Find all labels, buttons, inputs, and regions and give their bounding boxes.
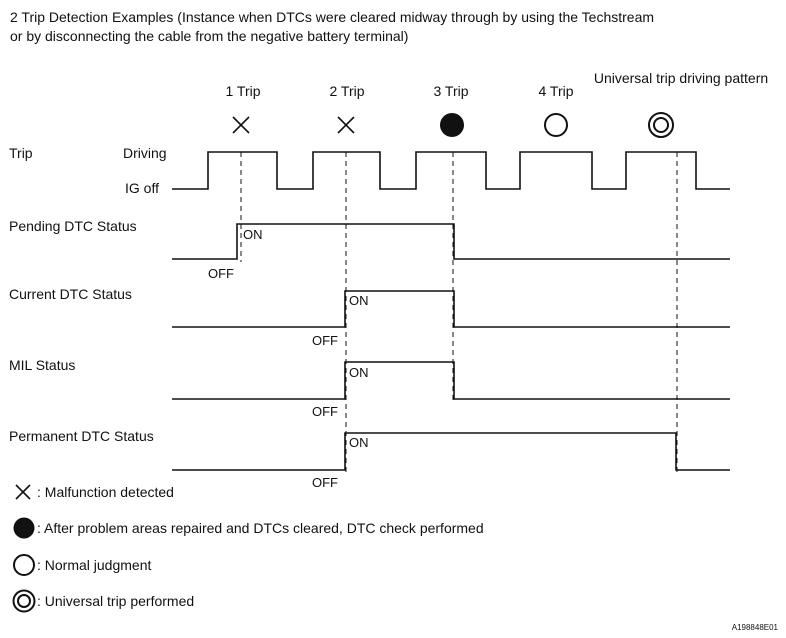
cross-icon bbox=[15, 484, 31, 500]
filled-circle-icon bbox=[13, 517, 35, 539]
pending-on-label: ON bbox=[243, 227, 263, 242]
trip-header-1: 1 Trip bbox=[225, 83, 260, 99]
pending-off-label: OFF bbox=[208, 266, 234, 281]
legend-item-dtc-check: : After problem areas repaired and DTCs … bbox=[37, 520, 484, 536]
cross-icon bbox=[337, 116, 355, 134]
trip-header-2: 2 Trip bbox=[329, 83, 364, 99]
pending-row-label: Pending DTC Status bbox=[9, 218, 137, 234]
cross-icon bbox=[232, 116, 250, 134]
double-circle-icon bbox=[648, 112, 674, 138]
figure-code: A198848E01 bbox=[732, 623, 779, 632]
title-line-2: or by disconnecting the cable from the n… bbox=[10, 28, 408, 44]
trip-row-label: Trip bbox=[9, 145, 33, 161]
double-circle-icon bbox=[12, 589, 36, 613]
trip-igoff-label: IG off bbox=[125, 180, 159, 196]
current-signal bbox=[172, 290, 730, 328]
filled-circle-icon bbox=[440, 113, 464, 137]
mil-signal bbox=[172, 361, 730, 400]
permanent-signal bbox=[172, 432, 730, 471]
mil-off-label: OFF bbox=[312, 404, 338, 419]
current-on-label: ON bbox=[349, 293, 369, 308]
legend-item-normal: : Normal judgment bbox=[37, 557, 151, 573]
legend-item-malfunction: : Malfunction detected bbox=[37, 484, 174, 500]
legend-item-universal: : Universal trip performed bbox=[37, 593, 194, 609]
current-off-label: OFF bbox=[312, 333, 338, 348]
title-line-1: 2 Trip Detection Examples (Instance when… bbox=[10, 9, 654, 25]
trip-header-3: 3 Trip bbox=[433, 83, 468, 99]
open-circle-icon bbox=[13, 554, 35, 576]
permanent-off-label: OFF bbox=[312, 475, 338, 490]
permanent-row-label: Permanent DTC Status bbox=[9, 428, 154, 444]
open-circle-icon bbox=[544, 113, 568, 137]
trip-signal bbox=[172, 151, 730, 190]
trip-header-4: 4 Trip bbox=[538, 83, 573, 99]
mil-row-label: MIL Status bbox=[9, 357, 75, 373]
legend: : Malfunction detected : After problem a… bbox=[12, 484, 484, 613]
current-row-label: Current DTC Status bbox=[9, 286, 132, 302]
trip-header-universal: Universal trip driving pattern bbox=[594, 70, 768, 86]
trip-driving-label: Driving bbox=[123, 145, 167, 161]
mil-on-label: ON bbox=[349, 365, 369, 380]
permanent-on-label: ON bbox=[349, 435, 369, 450]
